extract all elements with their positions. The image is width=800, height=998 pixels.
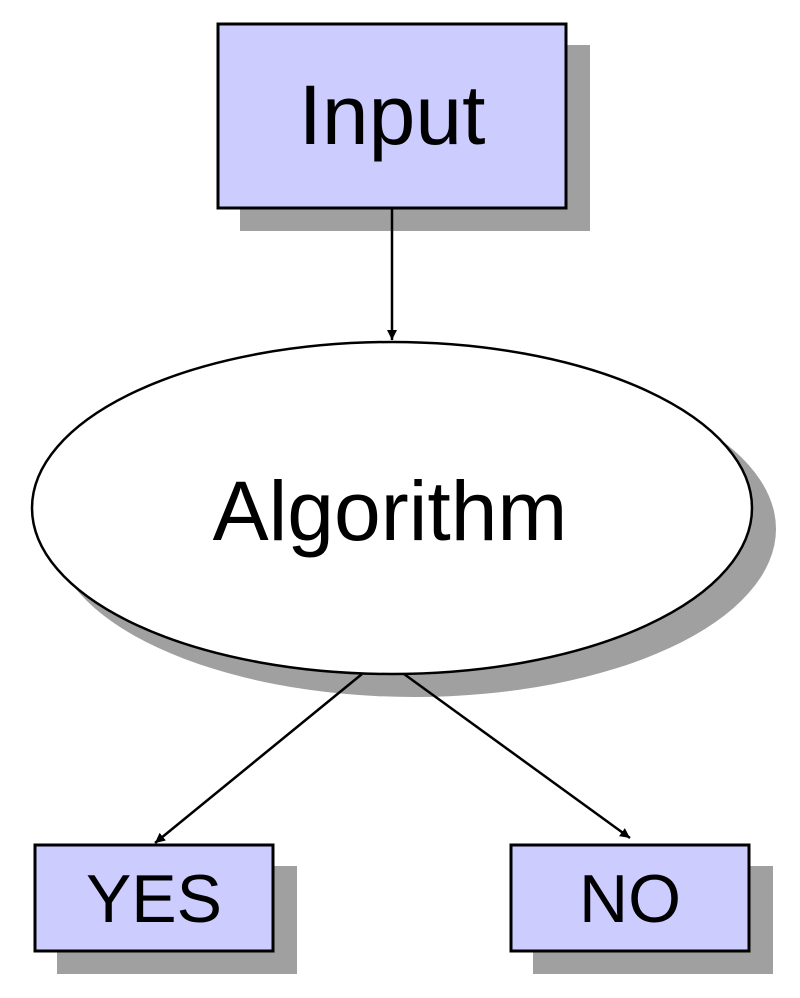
- algorithm-node-ellipse: [30, 340, 754, 676]
- input-node-label: Input: [299, 68, 486, 162]
- algorithm-node-label: Algorithm: [213, 464, 568, 558]
- no-node-label: NO: [579, 861, 681, 937]
- input-node-box: [216, 22, 568, 210]
- edge-algorithm-to-no: [403, 672, 631, 840]
- yes-node: YES: [33, 843, 297, 974]
- edge-algorithm-to-yes: [154, 673, 363, 844]
- no-node: NO: [509, 843, 773, 974]
- yes-node-label: YES: [86, 861, 222, 937]
- algorithm-node: Algorithm: [30, 340, 776, 697]
- input-node: Input: [216, 22, 590, 231]
- yes-node-box: [33, 843, 275, 953]
- no-node-box: [509, 843, 751, 953]
